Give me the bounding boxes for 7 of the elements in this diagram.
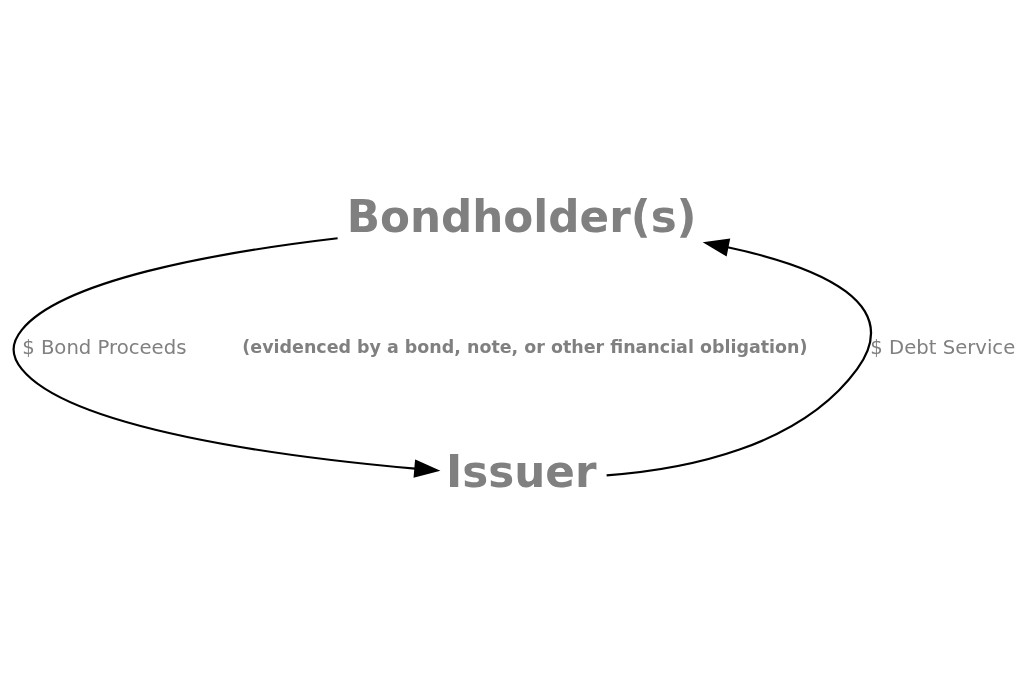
- label: (evidenced by a bond, note, or other financial obligation): [241, 336, 807, 357]
- edge-label: $ Debt Service: [869, 336, 1015, 360]
- arrow: [12, 237, 440, 478]
- node-text: Bondholder(s): [346, 190, 697, 242]
- node-text: Issuer: [445, 446, 596, 498]
- edge-label: $ Bond Proceeds: [21, 336, 186, 360]
- arrow: [606, 238, 872, 477]
